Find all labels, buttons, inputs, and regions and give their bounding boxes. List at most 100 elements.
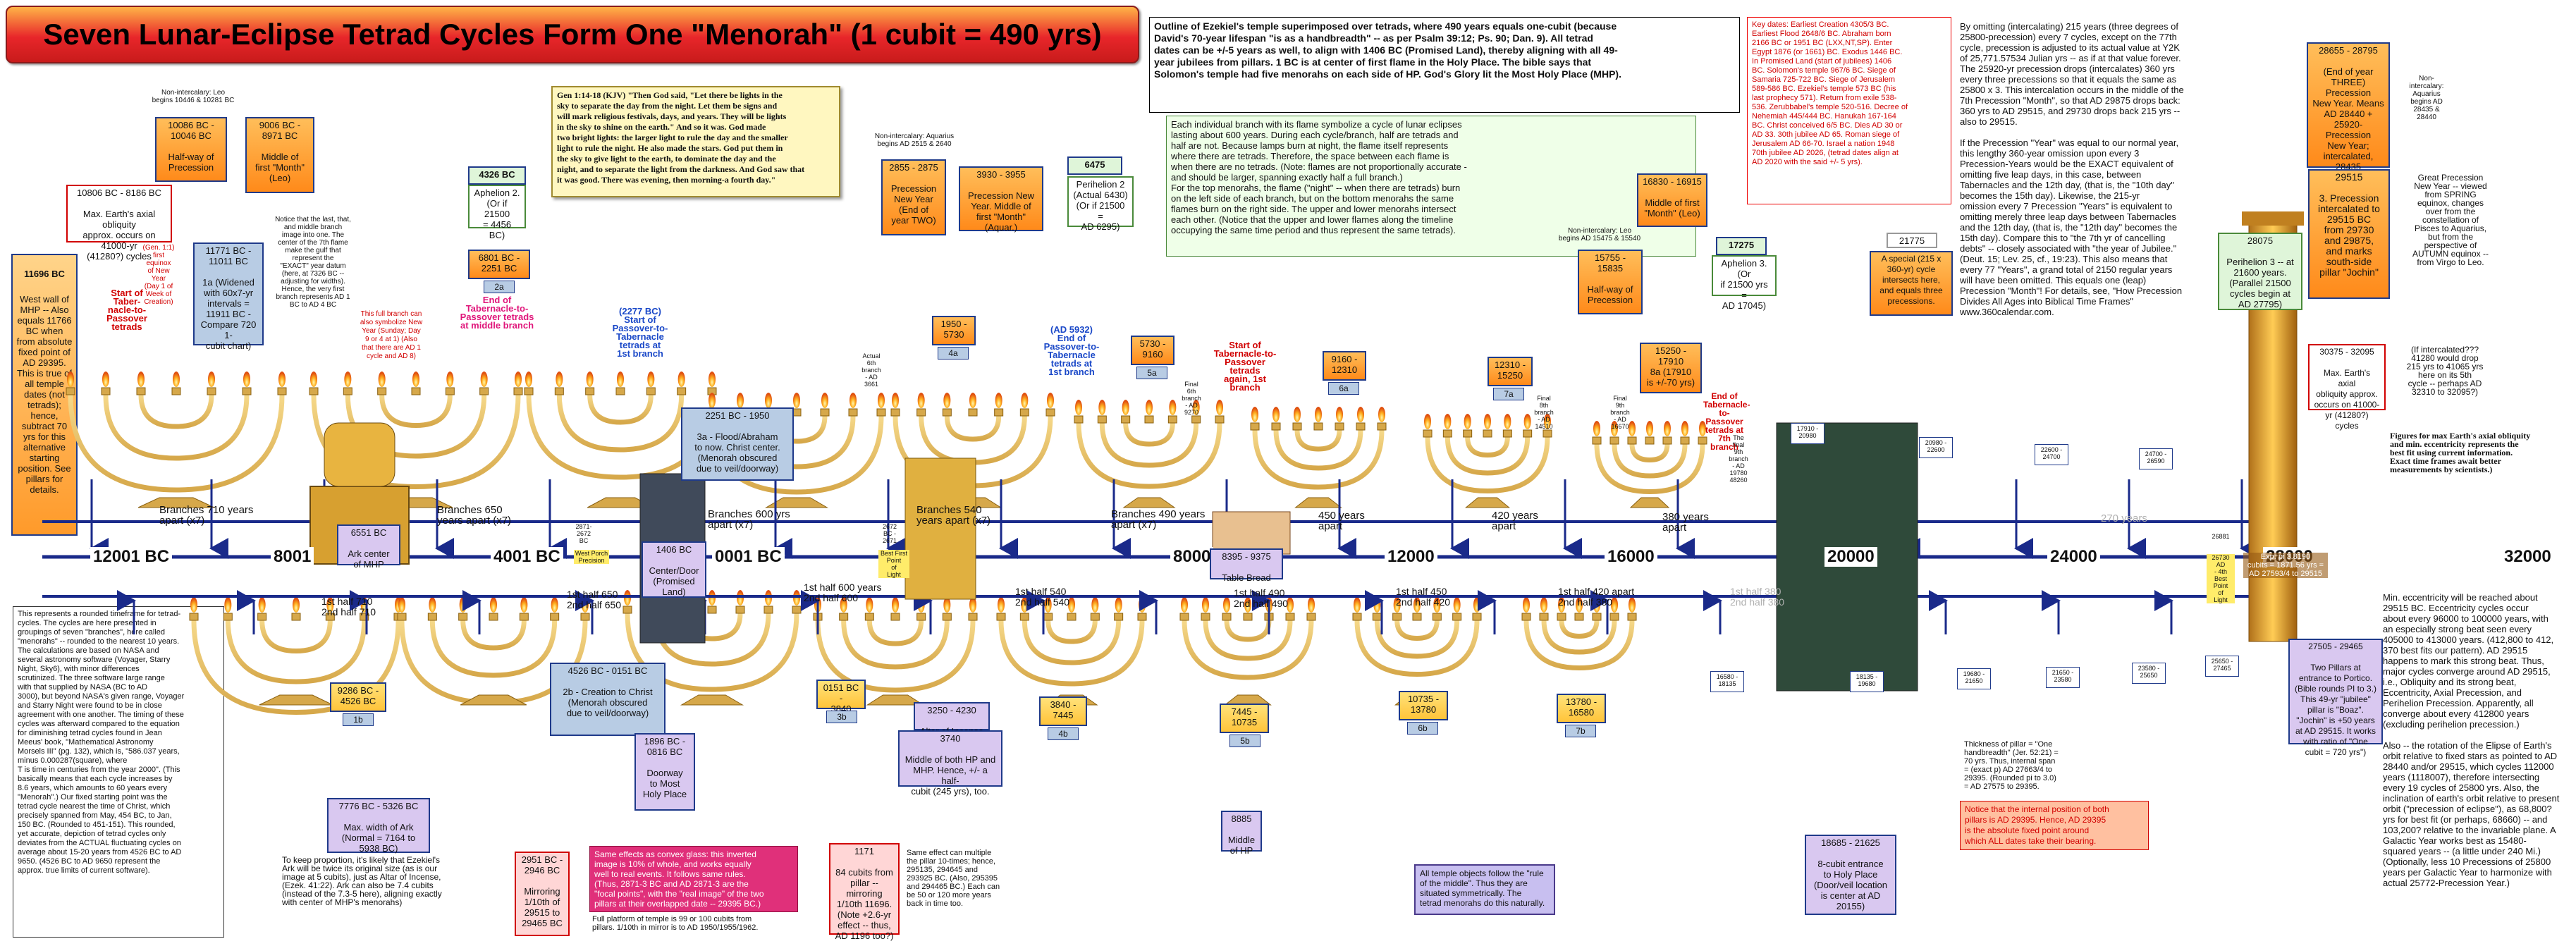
menorah-cup bbox=[890, 408, 900, 417]
box-8885: 8885 Middle of HP bbox=[1221, 811, 1262, 856]
gen-first-equinox: (Gen. 1:1) first equinox of New Year (Da… bbox=[142, 244, 175, 306]
menorah-cup bbox=[277, 387, 287, 395]
menorah-cup bbox=[1097, 415, 1107, 424]
half-label: 1st half 450 2nd half 420 bbox=[1396, 586, 1451, 608]
menorah-flame bbox=[515, 371, 522, 387]
box-5730: 5730 - 9160 bbox=[1131, 336, 1174, 365]
thickness-note: Thickness of pillar = "One handbreadth" … bbox=[1964, 740, 2059, 791]
box-special-cycle: A special (215 x 360-yr) cycle intersect… bbox=[1870, 251, 1953, 316]
menorah-cup bbox=[1423, 429, 1433, 438]
start-tabernacle-2: (2277 BC) Start of Passover-to- Tabernac… bbox=[612, 306, 668, 359]
menorah-arm bbox=[1559, 620, 1600, 639]
mini-box: 23580 - 25650 bbox=[2132, 663, 2166, 684]
menorah-flame bbox=[480, 371, 488, 387]
menorah-cup bbox=[519, 613, 529, 621]
menorah-cup bbox=[513, 387, 523, 395]
left-note: This represents a rounded timeframe for … bbox=[13, 606, 224, 938]
menorah-flame bbox=[378, 371, 386, 387]
menorah-arm bbox=[68, 394, 285, 493]
menorah-cup bbox=[458, 613, 468, 621]
branch-span: Branches 710 years apart (x7) bbox=[159, 504, 254, 527]
menorah bbox=[996, 597, 1147, 706]
menorah-flame bbox=[1251, 407, 1258, 422]
menorah-flame bbox=[1357, 407, 1364, 422]
menorah-flame bbox=[709, 371, 716, 387]
menorah-flame bbox=[398, 597, 405, 613]
box-aphelion3: Aphelion 3. (Or if 21500 yrs = AD 17045) bbox=[1712, 255, 1777, 311]
menorah-cup bbox=[1201, 613, 1210, 621]
menorah-arm bbox=[866, 620, 924, 646]
end-tabernacle-1: End of Tabernacle-to- Passover tetrads a… bbox=[460, 295, 534, 331]
menorah-arm bbox=[1465, 436, 1510, 458]
menorah-flame bbox=[943, 597, 951, 613]
menorah-flame bbox=[1523, 597, 1530, 613]
menorah-cup bbox=[1442, 429, 1452, 438]
menorah-cup bbox=[1019, 613, 1029, 621]
menorah-cup bbox=[615, 387, 625, 395]
sub-label-5b: 5b bbox=[1229, 735, 1261, 747]
menorah-flame bbox=[1629, 597, 1636, 613]
menorah-arm bbox=[944, 415, 1002, 442]
menorah-cup bbox=[1523, 429, 1533, 438]
menorah-cup bbox=[427, 613, 437, 621]
menorah-cup bbox=[207, 387, 216, 395]
sub-label-3b: 3b bbox=[826, 711, 857, 723]
menorah-arm bbox=[1022, 620, 1122, 665]
menorah-flame bbox=[1091, 597, 1099, 613]
menorah-cup bbox=[916, 408, 926, 417]
menorah-arm bbox=[587, 394, 654, 425]
menorah-cup bbox=[820, 408, 830, 417]
menorah-arm bbox=[841, 620, 950, 670]
box-9006: 9006 BC - 8971 BC Middle of first "Month… bbox=[245, 117, 314, 193]
menorah-flame bbox=[878, 393, 885, 408]
menorah-cup bbox=[646, 387, 656, 395]
menorah-flame bbox=[1576, 597, 1583, 613]
menorah-flame bbox=[446, 371, 454, 387]
box-27505: 27505 - 29465 Two Pillars at entrance to… bbox=[2288, 639, 2383, 757]
menorah-cup bbox=[554, 387, 564, 395]
menorah-cup bbox=[1137, 613, 1147, 621]
menorah-cup bbox=[325, 613, 335, 621]
menorah-flame bbox=[490, 597, 497, 613]
menorah-arm bbox=[1252, 429, 1385, 490]
keep-proportion-note: To keep proportion, it's likely that Eze… bbox=[282, 855, 442, 907]
menorah-cup bbox=[622, 606, 632, 614]
menorah-cup bbox=[489, 613, 498, 621]
menorah-cup bbox=[876, 408, 886, 417]
table-label: 8395 - 9375 Table Bread bbox=[1210, 548, 1283, 583]
box-3250: 3250 - 4230 Altar of Incense bbox=[914, 702, 990, 737]
menorah-flame bbox=[821, 393, 828, 408]
menorah-cup bbox=[411, 387, 421, 395]
box-28655: 28655 - 28795 (End of year THREE) Preces… bbox=[2307, 42, 2390, 183]
table-of-bread bbox=[1212, 511, 1291, 555]
great-precession-note: Great Precession New Year -- viewed from… bbox=[2412, 173, 2489, 267]
menorah-arm bbox=[625, 613, 799, 692]
menorah-flame bbox=[1378, 407, 1385, 422]
menorah-flame bbox=[208, 371, 215, 387]
menorah-flame bbox=[551, 597, 558, 613]
box-2855: 2855 - 2875 Precession New Year (End of … bbox=[881, 159, 946, 235]
year-label: 4001 BC bbox=[491, 547, 563, 567]
menorah-flame bbox=[1139, 597, 1146, 613]
flame-label: Final 6th branch - AD 9270 bbox=[1182, 381, 1201, 416]
ark-cherubim bbox=[324, 422, 395, 487]
box-10806: 10806 BC - 8186 BC Max. Earth's axial ob… bbox=[66, 185, 172, 262]
menorah-flame bbox=[1593, 421, 1600, 436]
menorah-flame bbox=[647, 371, 655, 387]
branch-span: Branches 540 years apart (x7) bbox=[916, 504, 991, 527]
menorah-cup bbox=[1352, 613, 1362, 621]
sub-label-7b: 7b bbox=[1565, 725, 1596, 737]
flame-label: Final 9th branch - AD 16670 bbox=[1610, 395, 1630, 430]
ark-label: 6551 BC Ark center of MHP bbox=[337, 524, 400, 570]
outline-box: Outline of Ezekiel's temple superimposed… bbox=[1149, 17, 1740, 113]
menorah-arm bbox=[1045, 620, 1098, 644]
menorah-arm bbox=[1099, 422, 1199, 468]
menorah-cup bbox=[1121, 415, 1131, 424]
menorah-flame bbox=[1181, 597, 1188, 613]
menorah-cup bbox=[1356, 422, 1366, 431]
sub-label-2a: 2a bbox=[484, 281, 515, 293]
box-11771: 11771 BC - 11011 BC 1a (Widened with 60x… bbox=[193, 242, 264, 351]
menorah-flame bbox=[1115, 597, 1122, 613]
menorah-arm bbox=[1445, 436, 1531, 476]
menorah bbox=[622, 590, 802, 706]
